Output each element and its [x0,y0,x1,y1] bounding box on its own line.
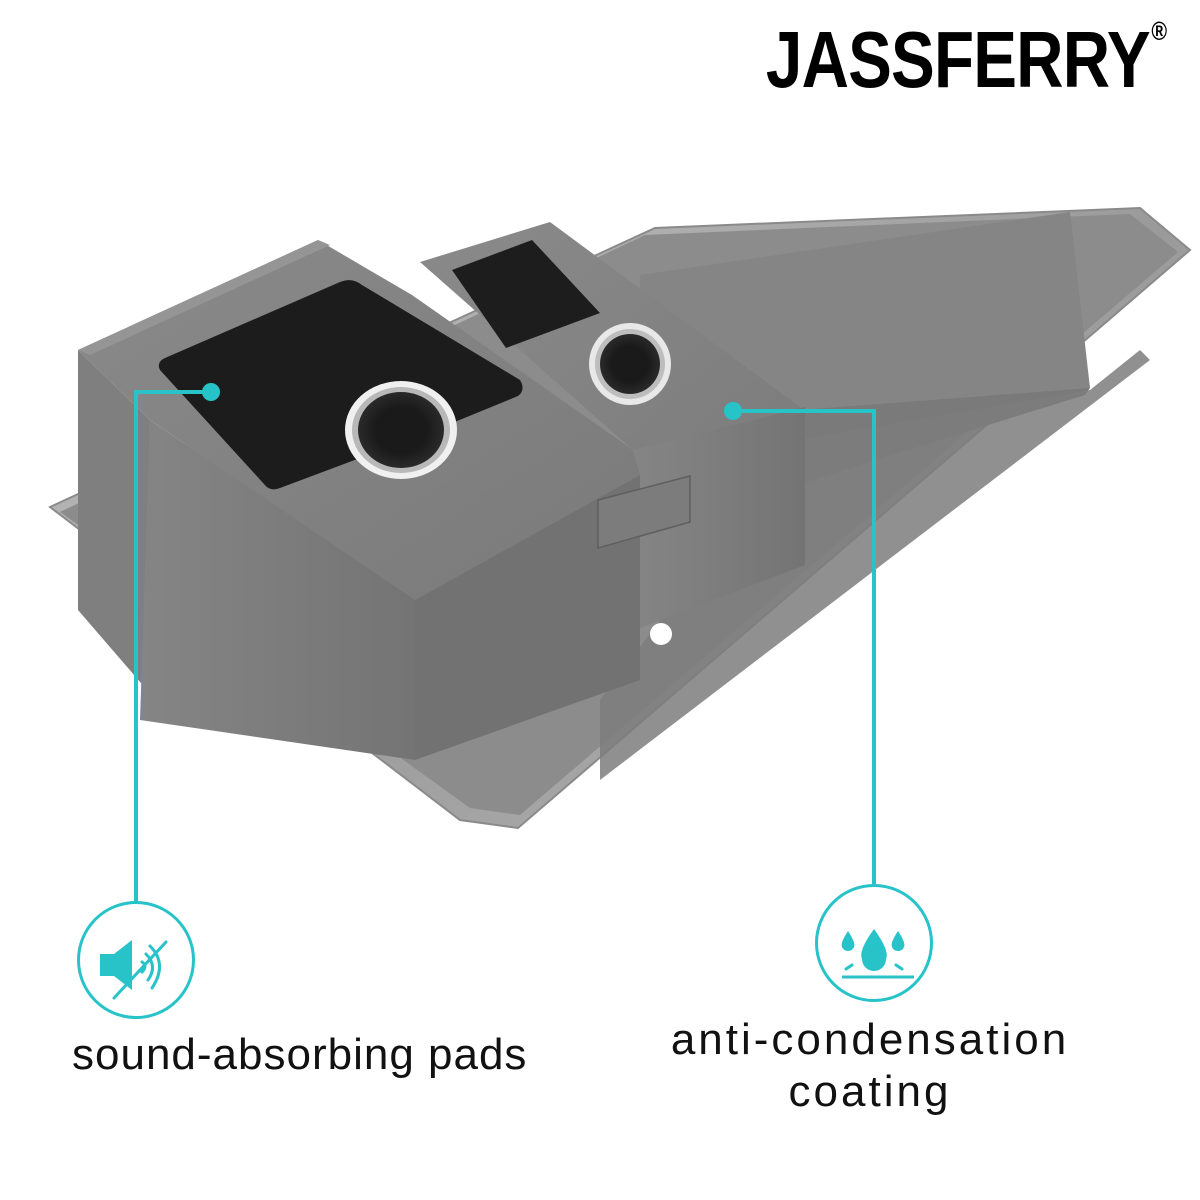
anti-condensation-icon-badge [815,884,933,1002]
sound-absorbing-label: sound-absorbing pads [72,1030,528,1079]
registered-mark: ® [1151,16,1167,46]
anti-condensation-label: anti-condensation coating [630,1014,1110,1118]
brand-logo: JASSFERRY® [766,18,1167,100]
overflow-hole [650,623,672,645]
small-bowl [420,222,805,628]
sound-absorbing-icon-badge [77,901,195,1019]
muted-speaker-icon [100,940,168,1000]
callout-line-sound [134,390,211,902]
water-drops-icon [841,929,914,979]
callout-line-coating [733,409,876,884]
callout-dot-sound [202,383,220,401]
callout-dot-coating [724,402,742,420]
anti-condensation-label-line2: coating [788,1067,952,1116]
brand-name: JASSFERRY [765,15,1151,104]
large-bowl [78,240,691,760]
anti-condensation-label-line1: anti-condensation [670,1015,1070,1064]
